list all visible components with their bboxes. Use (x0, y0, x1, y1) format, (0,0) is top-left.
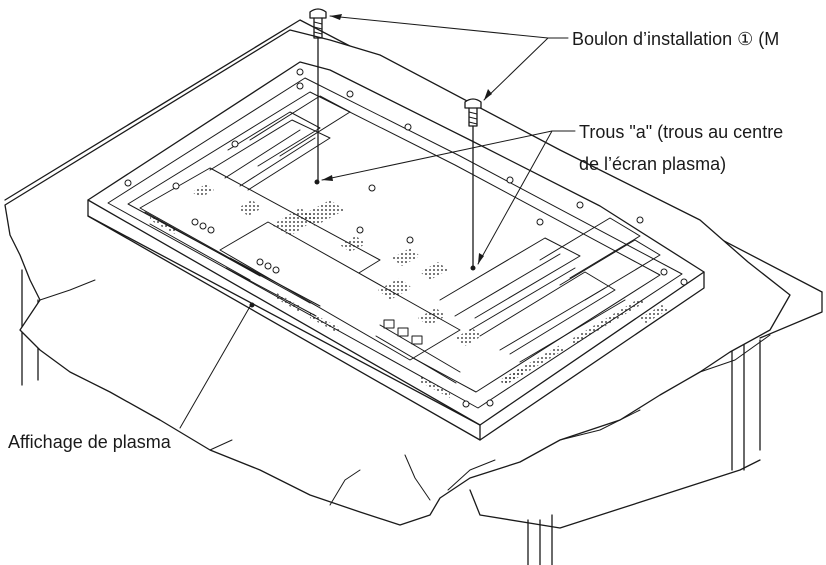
connector-panel (144, 211, 644, 398)
leader-lines (179, 14, 576, 429)
label-plasma-display: Affichage de plasma (8, 432, 171, 452)
mounting-holes (124, 68, 688, 408)
speaker-grilles (192, 184, 668, 384)
label-holes-a-line1: Trous "a" (trous au centre (579, 122, 784, 142)
installation-bolts (309, 8, 482, 267)
label-installation-bolt: Boulon d’installation ① (M (572, 29, 780, 49)
label-holes-a-line2: de l’écran plasma) (579, 154, 727, 174)
vent-slots (209, 95, 661, 363)
bolt-right (464, 98, 482, 267)
bolt-left (309, 8, 327, 181)
plasma-display (87, 61, 705, 441)
